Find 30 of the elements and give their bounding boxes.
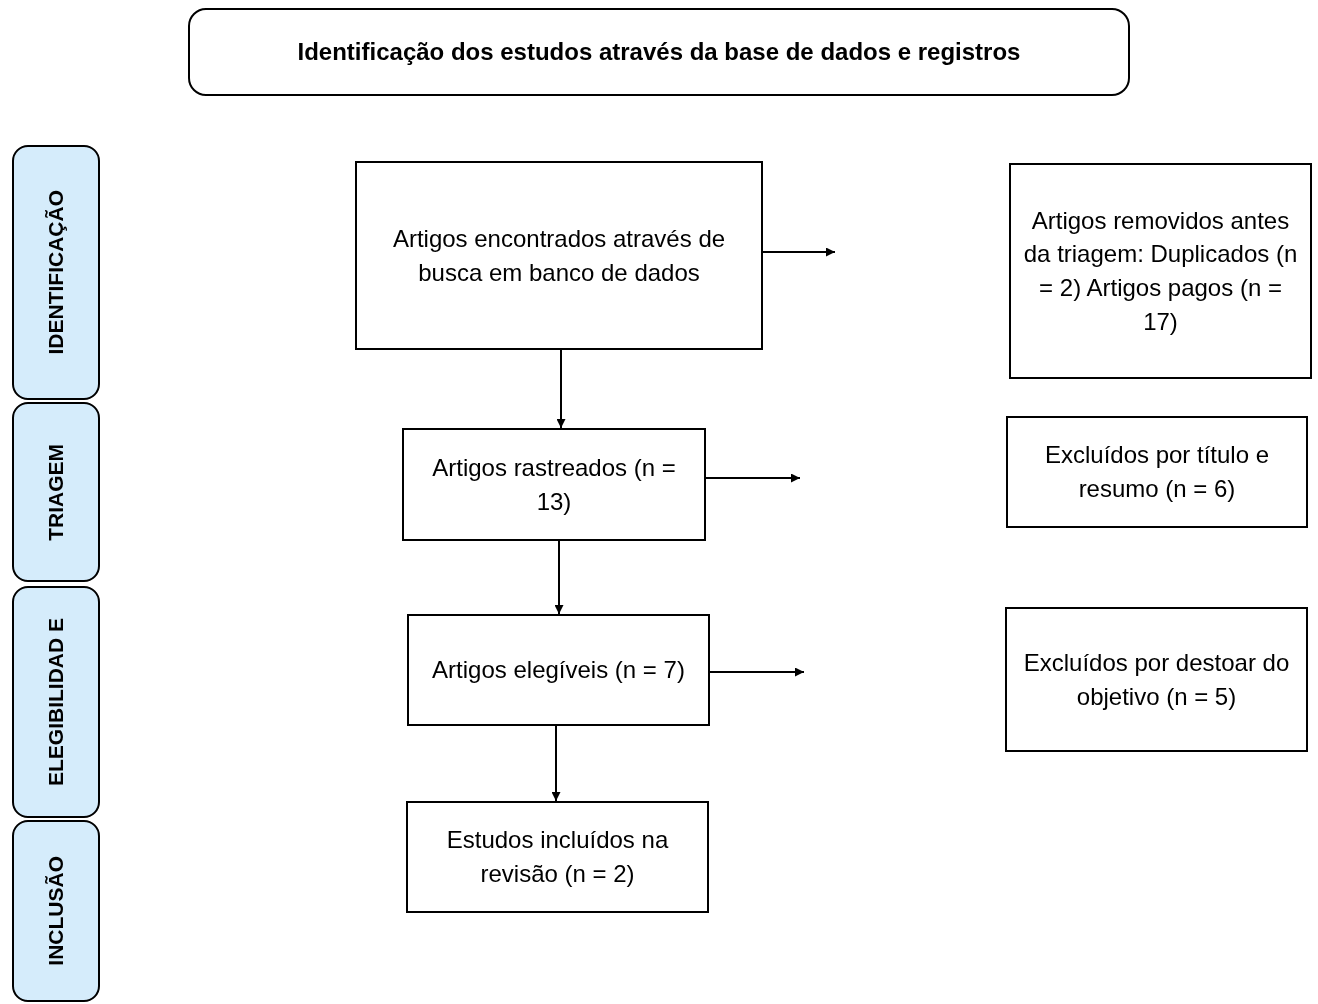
process-box [406, 801, 709, 913]
phase-band [12, 820, 100, 1002]
process-box [1006, 416, 1308, 528]
heading-text: Identificação dos estudos através da base de dados e registros [296, 37, 1022, 68]
phase-label: IDENTIFICAÇÃO [43, 190, 69, 355]
phase-band [12, 586, 100, 818]
box-text: Artigos rastreados (n = 13) [431, 452, 677, 517]
phase-label: TRIAGEM [43, 443, 69, 541]
heading-box [188, 8, 1130, 96]
box-text: Excluídos por título e resumo (n = 6) [1043, 440, 1271, 504]
box-text: Estudos incluídos na revisão (n = 2) [445, 825, 670, 889]
phase-label: ELEGIBILIDAD E [43, 618, 69, 786]
arrow [554, 540, 564, 615]
arrow [551, 725, 561, 802]
process-box [407, 614, 710, 726]
box-text: Artigos encontrados através de busca em banco de dados [391, 223, 727, 288]
arrow [762, 247, 836, 257]
phase-band [12, 402, 100, 582]
phase-label: INCLUSÃO [43, 856, 69, 966]
arrow [709, 667, 805, 677]
process-box [1009, 163, 1312, 379]
process-box [1005, 607, 1308, 752]
process-box [355, 161, 763, 350]
box-text: Artigos removidos antes da triagem: Duplicados (n = 2) Artigos pagos (n = 17) [1022, 205, 1299, 337]
phase-band [12, 145, 100, 400]
box-text: Excluídos por destoar do objetivo (n = 5) [1022, 647, 1291, 712]
arrow [705, 473, 801, 483]
arrow [556, 349, 566, 429]
box-text: Artigos elegíveis (n = 7) [431, 655, 686, 686]
process-box [402, 428, 706, 541]
